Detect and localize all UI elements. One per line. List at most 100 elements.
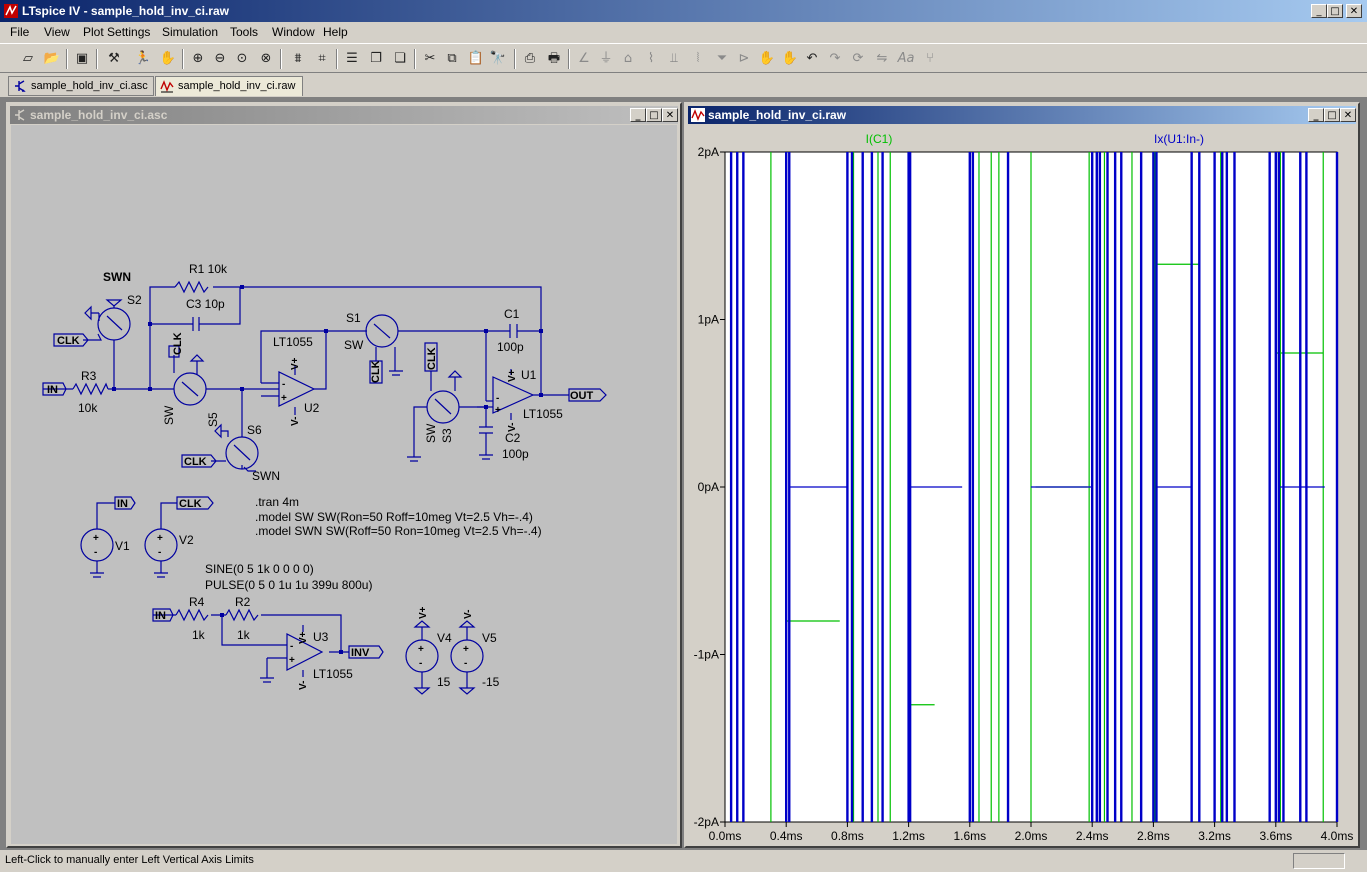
- y-tick-label[interactable]: 1pA: [698, 313, 719, 327]
- run-icon[interactable]: 🏃: [134, 51, 152, 66]
- new-schematic-icon[interactable]: ▱: [23, 51, 33, 66]
- menu-bar: File View Plot Settings Simulation Tools…: [0, 22, 1367, 42]
- copy-icon[interactable]: ⧉: [447, 51, 457, 66]
- ground-icon[interactable]: ⏚: [599, 51, 613, 66]
- tile-vertical-icon[interactable]: ❏: [394, 51, 406, 66]
- mirror-icon[interactable]: ⇋: [876, 51, 888, 66]
- redo-icon[interactable]: ↷: [829, 51, 841, 66]
- paste-icon[interactable]: 📋: [467, 51, 485, 66]
- x-tick-label: 1.6ms: [953, 829, 986, 843]
- zoom-out-icon[interactable]: ⊖: [214, 51, 226, 66]
- tab-waveform[interactable]: sample_hold_inv_ci.raw: [155, 76, 303, 96]
- maximize-button[interactable]: □: [1327, 4, 1343, 18]
- toolbar-separator: [414, 49, 416, 69]
- schematic-window-title: sample_hold_inv_ci.asc: [30, 108, 168, 122]
- tile-horizontal-icon[interactable]: ☰: [346, 51, 358, 66]
- spice-directive-icon[interactable]: ⑂: [926, 51, 934, 66]
- trace-label[interactable]: I(C1): [866, 132, 893, 146]
- series-trace[interactable]: [729, 152, 1339, 822]
- diode-icon[interactable]: ⏷: [716, 51, 728, 66]
- cursor-icon[interactable]: ⌗: [318, 51, 326, 66]
- zoom-fit-icon[interactable]: ⊙: [236, 51, 248, 66]
- resistor-icon[interactable]: ⌇: [647, 51, 655, 66]
- source-minus-v1: -: [94, 547, 97, 558]
- label-u3: U3: [313, 630, 329, 644]
- schematic-window-title-bar[interactable]: sample_hold_inv_ci.asc _ □ ✕: [10, 106, 678, 124]
- menu-simulation[interactable]: Simulation: [162, 25, 219, 39]
- waveform-window-title-bar[interactable]: sample_hold_inv_ci.raw _ □ ✕: [688, 106, 1356, 124]
- drag-icon[interactable]: ✋: [781, 51, 799, 66]
- directive-tran[interactable]: .tran 4m: [255, 495, 299, 509]
- y-tick-label[interactable]: -2pA: [694, 815, 719, 829]
- label-sw-s1: SW: [344, 338, 364, 352]
- menu-file[interactable]: File: [10, 25, 30, 39]
- undo-icon[interactable]: ↶: [806, 51, 818, 66]
- text-icon[interactable]: Aa: [897, 51, 915, 66]
- x-tick-label: 0.4ms: [770, 829, 803, 843]
- trace-label[interactable]: Ix(U1:In-): [1154, 132, 1204, 146]
- menu-view[interactable]: View: [44, 25, 70, 39]
- source-plus-v2: +: [157, 533, 163, 544]
- label-icon[interactable]: ⌂: [623, 51, 633, 66]
- opamp-plus-u1: +: [495, 405, 501, 416]
- find-icon[interactable]: 🔭: [489, 51, 507, 66]
- control-panel-icon[interactable]: ⚒: [108, 51, 120, 66]
- label-in1: IN: [47, 384, 58, 396]
- menu-window[interactable]: Window: [272, 25, 315, 39]
- tab-schematic[interactable]: sample_hold_inv_ci.asc: [8, 76, 154, 96]
- close-button[interactable]: ✕: [662, 108, 678, 122]
- toolbar-separator: [568, 49, 570, 69]
- y-tick-label[interactable]: -1pA: [694, 648, 719, 662]
- minimize-button[interactable]: _: [1311, 4, 1327, 18]
- pin-vplus-u1: V+: [507, 369, 518, 382]
- close-button[interactable]: ✕: [1340, 108, 1356, 122]
- y-tick-label[interactable]: 2pA: [698, 145, 719, 159]
- toolbar-separator: [336, 49, 338, 69]
- y-tick-label[interactable]: 0pA: [698, 480, 719, 494]
- source-plus-v4: +: [418, 644, 424, 655]
- zoom-in-icon[interactable]: ⊕: [192, 51, 204, 66]
- autorange-icon[interactable]: ⩩: [294, 51, 302, 66]
- schematic-window[interactable]: sample_hold_inv_ci.asc _ □ ✕: [6, 102, 682, 848]
- cut-icon[interactable]: ✂: [424, 51, 436, 66]
- net-vminus: V-: [463, 610, 474, 619]
- document-tab-bar: sample_hold_inv_ci.asc sample_hold_inv_c…: [0, 73, 1367, 97]
- menu-plot-settings[interactable]: Plot Settings: [83, 25, 151, 39]
- menu-help[interactable]: Help: [323, 25, 348, 39]
- directive-model-swn[interactable]: .model SWN SW(Roff=50 Ron=10meg Vt=2.5 V…: [255, 524, 542, 538]
- label-r1: R1 10k: [189, 262, 228, 276]
- halt-icon[interactable]: ✋: [159, 51, 177, 66]
- minimize-button[interactable]: _: [630, 108, 646, 122]
- component-icon[interactable]: ⊳: [738, 51, 750, 66]
- directive-model-sw[interactable]: .model SW SW(Ron=50 Roff=10meg Vt=2.5 Vh…: [255, 510, 533, 524]
- rotate-icon[interactable]: ⟳: [852, 51, 864, 66]
- app-title-bar[interactable]: LTspice IV - sample_hold_inv_ci.raw _ □ …: [0, 0, 1367, 22]
- capacitor-icon[interactable]: ⫫: [670, 51, 678, 66]
- move-icon[interactable]: ✋: [758, 51, 776, 66]
- open-icon[interactable]: 📂: [43, 51, 61, 66]
- source-sine: SINE(0 5 1k 0 0 0 0): [205, 562, 314, 576]
- label-c1-value: 100p: [497, 340, 524, 354]
- label-in3: IN: [155, 610, 166, 622]
- cascade-icon[interactable]: ❐: [370, 51, 382, 66]
- label-s6: S6: [247, 423, 262, 437]
- minimize-button[interactable]: _: [1308, 108, 1324, 122]
- save-icon[interactable]: ▣: [75, 51, 89, 66]
- label-clk3: CLK: [184, 456, 207, 468]
- print-setup-icon[interactable]: ⎙: [524, 51, 536, 66]
- label-in2: IN: [117, 498, 128, 510]
- label-c1: C1: [504, 307, 520, 321]
- close-button[interactable]: ✕: [1346, 4, 1362, 18]
- x-tick-label: 2.8ms: [1137, 829, 1170, 843]
- maximize-button[interactable]: □: [646, 108, 662, 122]
- print-icon[interactable]: 🖶: [547, 51, 561, 66]
- schematic-canvas[interactable]: SWN S2 R1 10k C3 10p CLK IN R3 10k CLK S…: [11, 125, 677, 844]
- zoom-cancel-icon[interactable]: ⊗: [260, 51, 272, 66]
- wire-icon[interactable]: ∠: [578, 51, 590, 66]
- maximize-button[interactable]: □: [1324, 108, 1340, 122]
- pin-vminus-u3: V-: [298, 681, 309, 690]
- menu-tools[interactable]: Tools: [230, 25, 259, 39]
- inductor-icon[interactable]: ⦚: [696, 51, 700, 66]
